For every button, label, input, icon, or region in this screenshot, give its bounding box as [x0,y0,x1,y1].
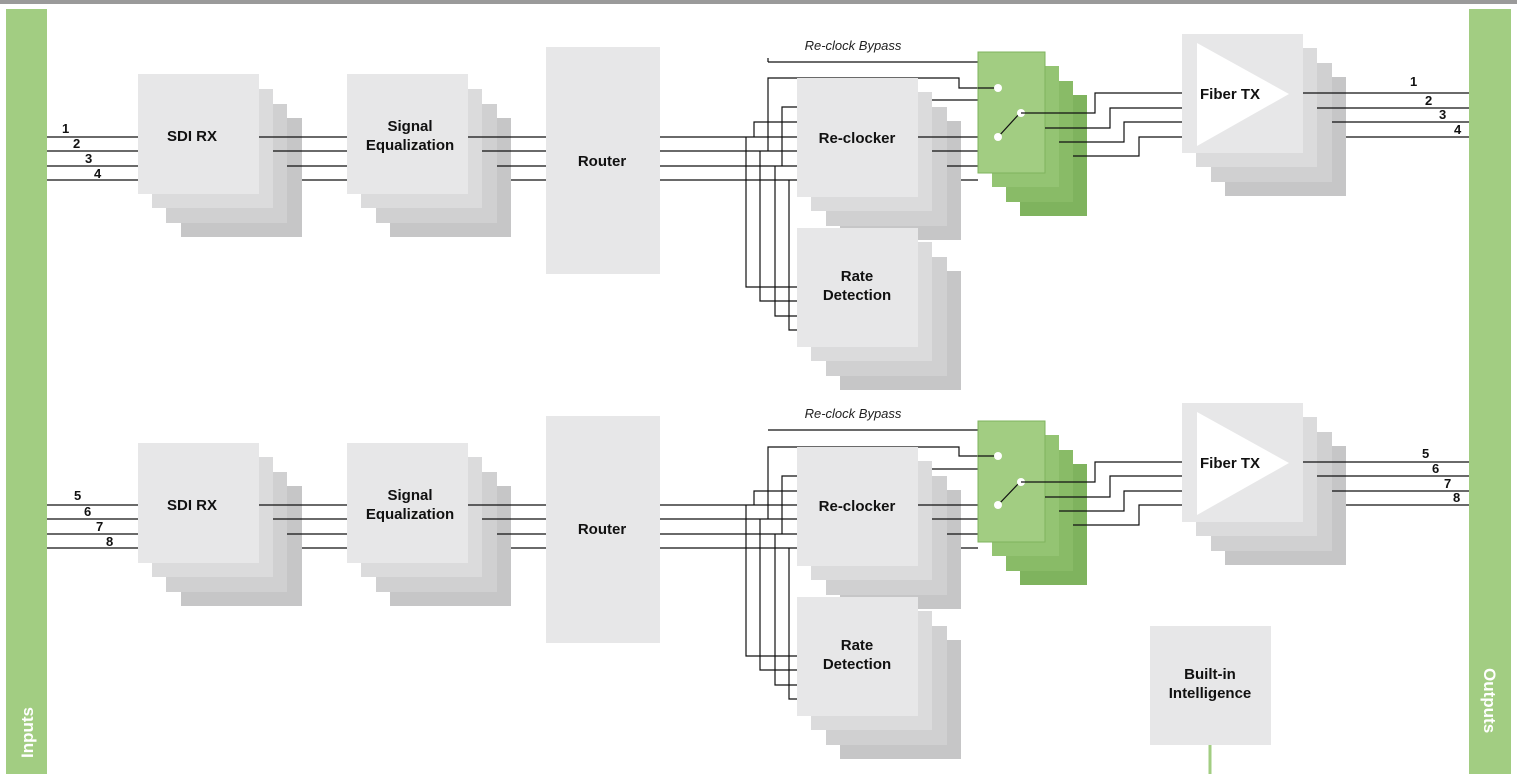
in-ch-3: 3 [85,151,92,166]
bypass-label-top: Re-clock Bypass [805,38,902,53]
bypass-switch-top [977,51,1087,216]
reclocker-block-bottom: Re-clocker [797,447,961,609]
in-ch-2: 2 [73,136,80,151]
top-rule [0,0,1517,4]
bottom-router-wiring [660,429,998,700]
inputs-bar [6,9,47,774]
bypass-label-bottom: Re-clock Bypass [805,406,902,421]
out-ch-6: 6 [1432,461,1439,476]
sdi-rx-label-bottom: SDI RX [167,497,217,514]
outputs-label: Outputs [1480,668,1499,733]
fiber-tx-block-bottom: Fiber TX [1182,403,1346,565]
bottom-chain: 5 6 7 8 SDI RX Signal Equalization Route… [47,403,1469,759]
in-ch-6: 6 [84,504,91,519]
rate-det-label-2-bottom: Detection [823,656,891,673]
out-ch-7: 7 [1444,476,1451,491]
out-ch-4: 4 [1454,122,1462,137]
outputs-bar [1469,9,1511,774]
rate-det-label-1-top: Rate [841,268,874,285]
inputs-label: Inputs [18,707,37,758]
bottom-switch-to-fiber [1021,461,1182,526]
top-output-lines [1303,92,1469,138]
signal-eq-block-top: Signal Equalization [347,74,511,237]
router-label-top: Router [578,153,626,170]
in-ch-8: 8 [106,534,113,549]
reclocker-label-bottom: Re-clocker [819,498,896,515]
top-switch-to-fiber [1021,92,1182,157]
rate-det-label-1-bottom: Rate [841,637,874,654]
in-ch-7: 7 [96,519,103,534]
in-ch-5: 5 [74,488,81,503]
router-block-top [546,47,660,274]
rate-detection-block-bottom: Rate Detection [797,597,961,759]
bottom-output-lines [1303,461,1469,506]
builtin-intelligence-block: Built-in Intelligence [1150,626,1271,774]
bottom-input-lines [47,504,138,549]
router-block-bottom [546,416,660,643]
builtin-label-1: Built-in [1184,666,1236,683]
signal-eq-label-1-bottom: Signal [387,487,432,504]
bypass-switch-bottom [977,420,1087,585]
rate-det-label-2-top: Detection [823,287,891,304]
router-label-bottom: Router [578,521,626,538]
amplifier-icon [1197,412,1289,515]
out-ch-3: 3 [1439,107,1446,122]
sdi-rx-label-top: SDI RX [167,128,217,145]
signal-eq-label-1-top: Signal [387,118,432,135]
sdi-rx-block-bottom: SDI RX [138,443,302,606]
fiber-tx-label-bottom: Fiber TX [1200,455,1260,472]
signal-eq-label-2-bottom: Equalization [366,506,454,523]
reclocker-block-top: Re-clocker [797,78,961,240]
in-ch-4: 4 [94,166,102,181]
sdi-rx-block-top: SDI RX [138,74,302,237]
top-input-lines [47,136,138,181]
fiber-tx-block-top: Fiber TX [1182,34,1346,196]
out-ch-2: 2 [1425,93,1432,108]
fiber-tx-label-top: Fiber TX [1200,86,1260,103]
out-ch-8: 8 [1453,490,1460,505]
signal-eq-block-bottom: Signal Equalization [347,443,511,606]
rate-detection-block-top: Rate Detection [797,228,961,390]
out-ch-1: 1 [1410,74,1417,89]
out-ch-5: 5 [1422,446,1429,461]
signal-eq-label-2-top: Equalization [366,137,454,154]
top-chain: 1 2 3 4 SDI RX Signal Equalization [47,34,1469,390]
amplifier-icon [1197,43,1289,146]
builtin-label-2: Intelligence [1169,685,1252,702]
in-ch-1: 1 [62,121,69,136]
reclocker-label-top: Re-clocker [819,130,896,147]
